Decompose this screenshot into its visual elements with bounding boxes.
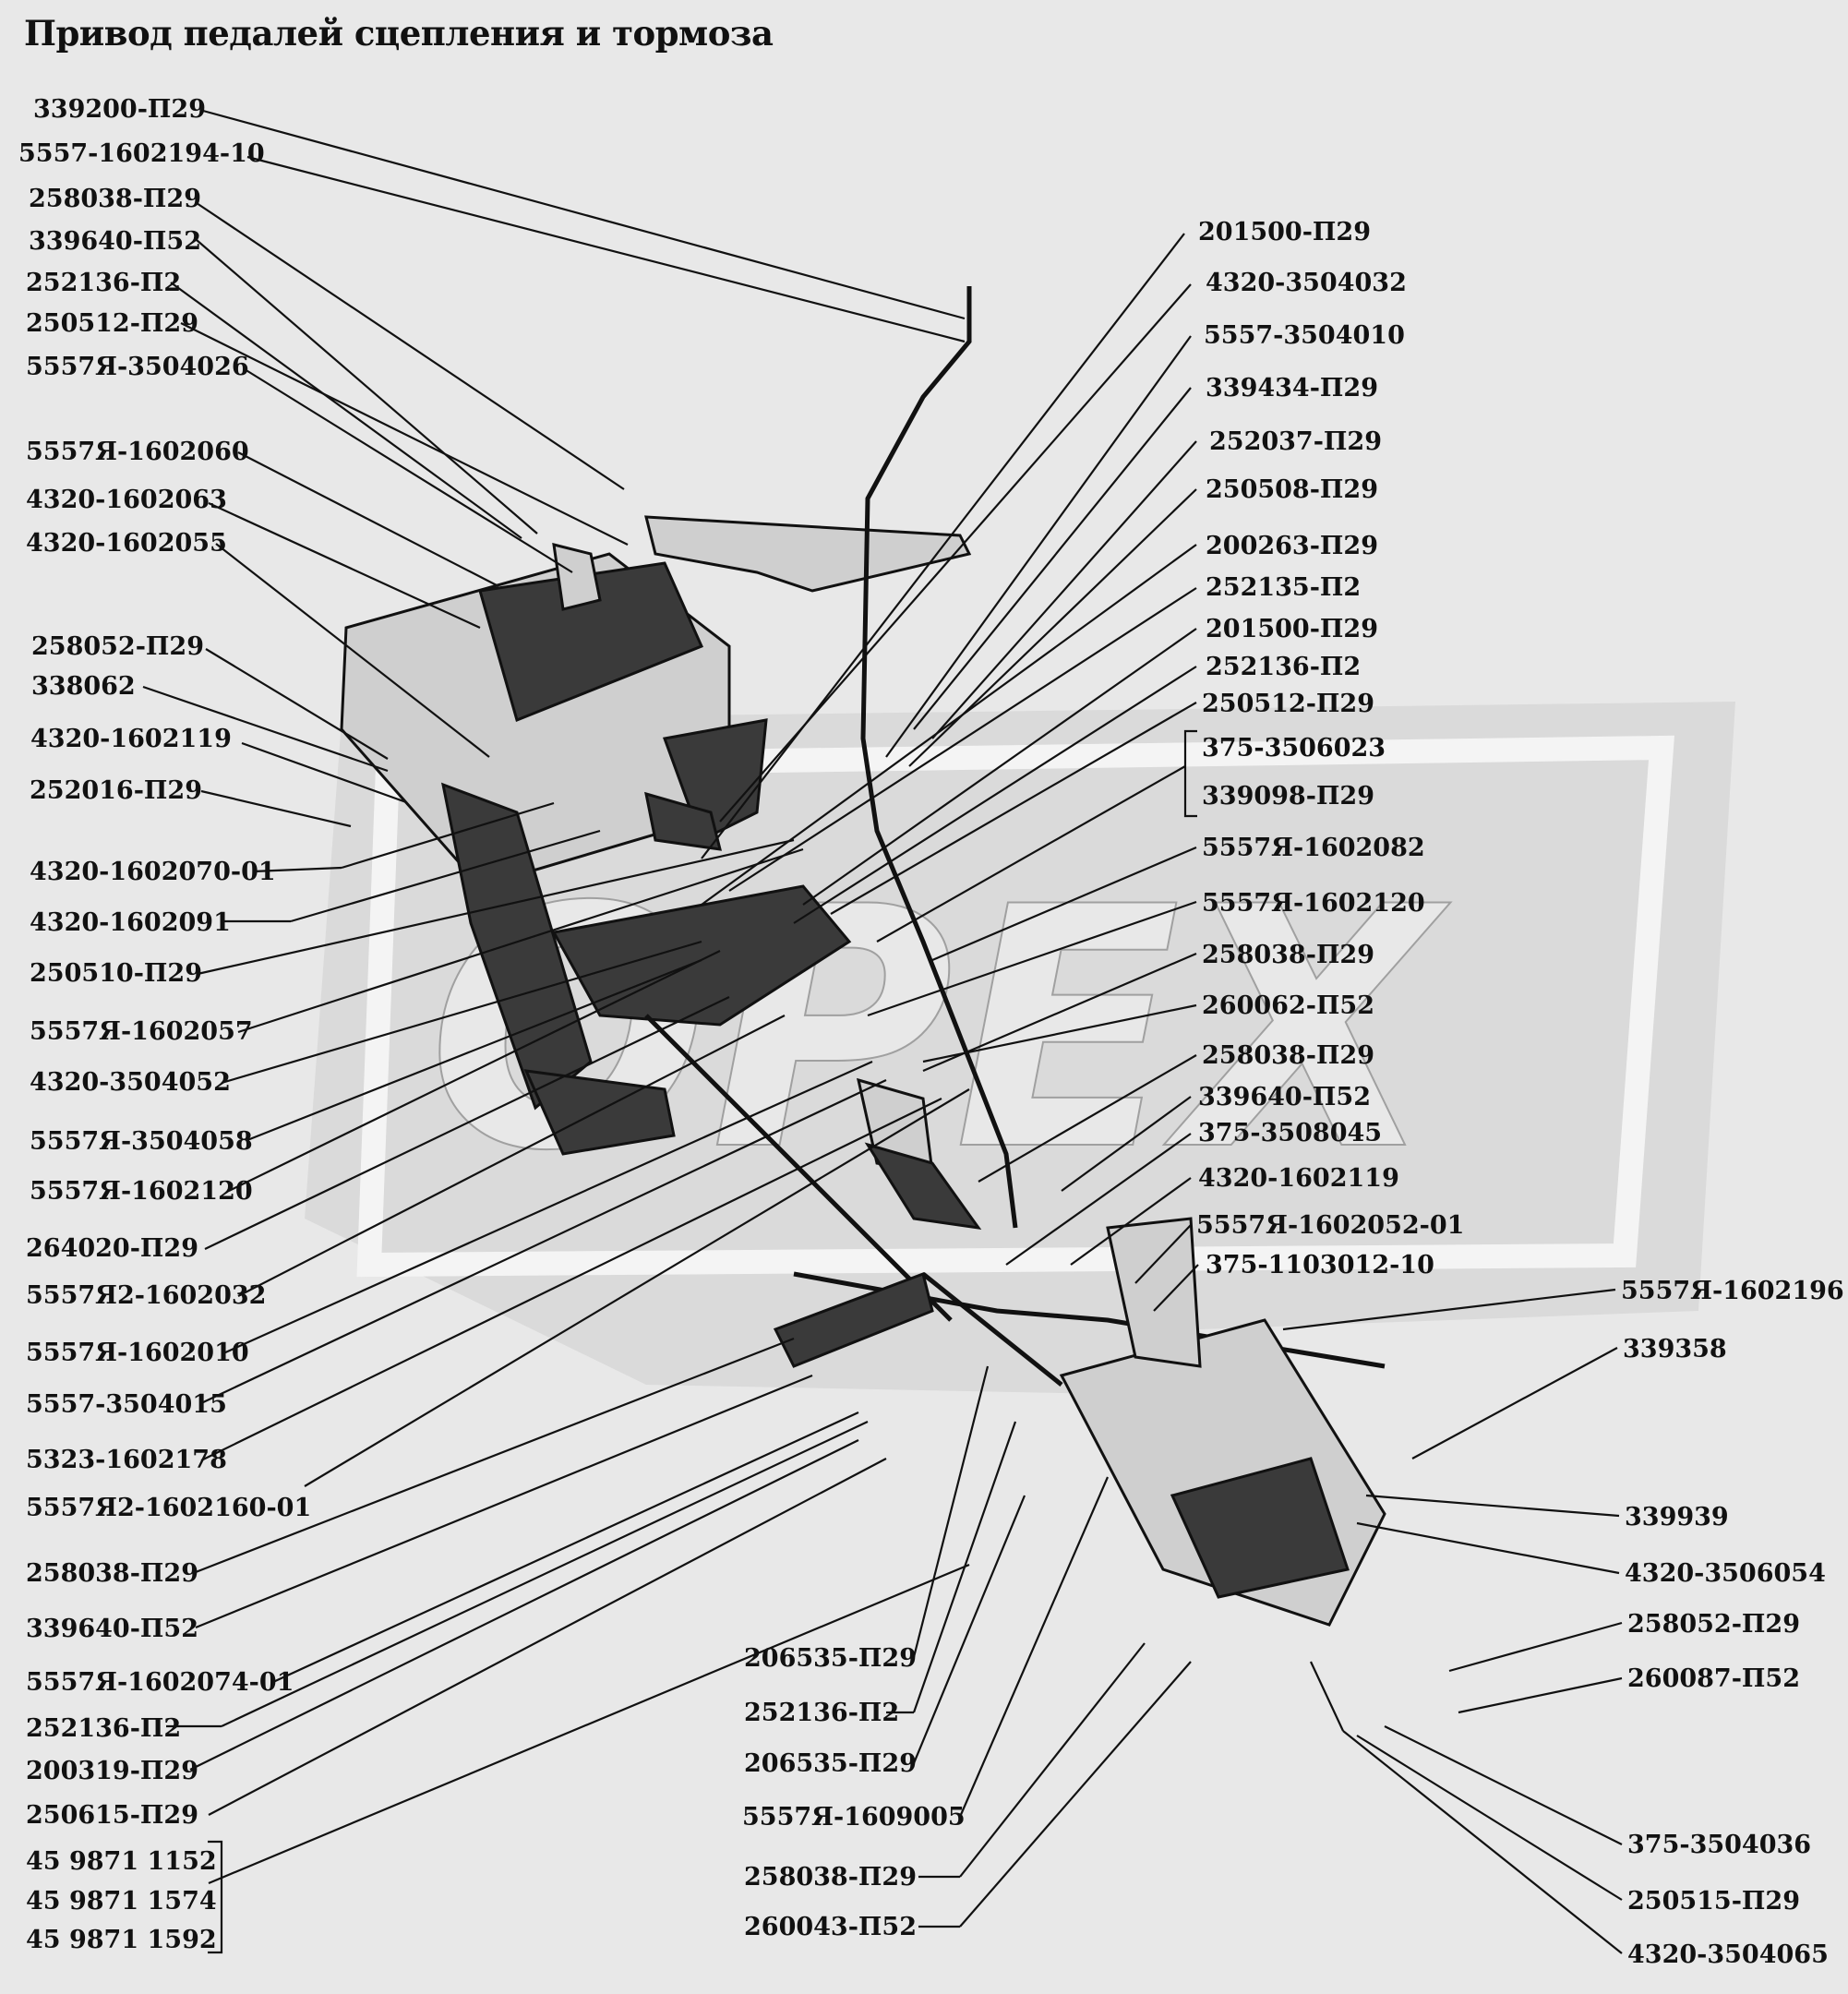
callout-label: 252136-П2 <box>26 1714 181 1743</box>
callout-label: 4320-3506054 <box>1625 1559 1826 1588</box>
clutch-booster <box>1059 1217 1386 1627</box>
callout-label: 339434-П29 <box>1206 374 1378 402</box>
callout-label: 339640-П52 <box>26 1615 198 1643</box>
callout-label: 5557Я-3504058 <box>30 1127 253 1156</box>
callout-label: 5557Я-1602060 <box>26 438 249 466</box>
callout-label: 5557-3504015 <box>26 1390 227 1419</box>
callout-label: 206535-П29 <box>744 1644 917 1673</box>
callout-label: 260043-П52 <box>744 1913 917 1941</box>
callout-label: 45 9871 1574 <box>26 1887 217 1916</box>
callout-label: 375-3506023 <box>1202 734 1386 763</box>
callout-label: 200319-П29 <box>26 1757 198 1785</box>
callout-label: 260062-П52 <box>1202 991 1374 1020</box>
callout-label: 5557Я-1602052-01 <box>1196 1211 1464 1240</box>
callout-label: 375-3504036 <box>1627 1831 1811 1859</box>
callout-label: 5557Я-1602082 <box>1202 834 1425 862</box>
callout-label: 258038-П29 <box>1202 1041 1374 1070</box>
callout-label: 252037-П29 <box>1209 427 1382 456</box>
callout-label: 339640-П52 <box>29 227 201 256</box>
callout-label: 206535-П29 <box>744 1749 917 1778</box>
callout-label: 5557Я-1602120 <box>1202 889 1425 918</box>
watermark-logo: ОРЕХ <box>305 702 1735 1394</box>
callout-label: 252136-П2 <box>26 269 181 297</box>
callout-label: 5557Я-1602010 <box>26 1339 249 1367</box>
callout-label: 5557Я-1602120 <box>30 1177 253 1206</box>
callout-label: 200263-П29 <box>1206 532 1378 560</box>
callout-label: 45 9871 1152 <box>26 1847 217 1876</box>
callout-label: 250510-П29 <box>30 959 202 988</box>
labels-center: 201500-П29 4320-3504032 5557-3504010 339… <box>1196 218 1464 1279</box>
labels-left: 339200-П29 5557-1602194-10 258038-П29 33… <box>18 95 311 1954</box>
callout-label: 250512-П29 <box>1202 690 1374 718</box>
callout-label: 339098-П29 <box>1202 782 1374 811</box>
callout-label: 45 9871 1592 <box>26 1926 217 1954</box>
callout-label: 5557Я-3504026 <box>26 353 249 381</box>
callout-label: 250512-П29 <box>26 309 198 338</box>
page-title: Привод педалей сцепления и тормоза <box>24 13 774 54</box>
callout-label: 5557Я-1602057 <box>30 1017 253 1046</box>
callout-label: 4320-1602119 <box>30 725 232 753</box>
callout-label: 5557-3504010 <box>1204 321 1405 350</box>
callout-label: 250508-П29 <box>1206 475 1378 504</box>
callout-label: 5323-1602178 <box>26 1446 227 1474</box>
leader-lines <box>142 109 1623 1954</box>
callout-label: 252136-П2 <box>1206 653 1361 681</box>
callout-label: 339200-П29 <box>33 95 206 124</box>
callout-label: 201500-П29 <box>1198 218 1371 246</box>
callout-label: 260087-П52 <box>1627 1664 1800 1693</box>
callout-label: 264020-П29 <box>26 1234 198 1263</box>
callout-label: 4320-3504052 <box>30 1068 231 1097</box>
callout-label: 4320-1602091 <box>30 908 231 937</box>
watermark-text: ОРЕХ <box>427 836 1450 1223</box>
callout-label: 5557Я2-1602160-01 <box>26 1494 311 1522</box>
callout-label: 252135-П2 <box>1206 573 1361 602</box>
callout-label: 4320-3504032 <box>1206 269 1407 297</box>
labels-right: 5557Я-1602196 339358 339939 4320-3506054… <box>1621 1277 1844 1969</box>
callout-label: 339939 <box>1625 1503 1729 1532</box>
callout-label: 250515-П29 <box>1627 1887 1800 1916</box>
callout-label: 201500-П29 <box>1206 615 1378 643</box>
callout-label: 375-1103012-10 <box>1206 1251 1434 1279</box>
callout-label: 250615-П29 <box>26 1801 198 1830</box>
master-cylinder <box>773 1077 982 1368</box>
callout-label: 252136-П2 <box>744 1699 899 1727</box>
callout-label: 258038-П29 <box>29 185 201 213</box>
labels-bottom: 206535-П29 252136-П2 206535-П29 5557Я-16… <box>742 1644 966 1941</box>
callout-label: 5557Я2-1602032 <box>26 1281 266 1310</box>
callout-label: 4320-1602070-01 <box>30 858 276 886</box>
callout-label: 5557Я-1602196 <box>1621 1277 1844 1305</box>
callout-label: 5557Я-1609005 <box>742 1803 966 1832</box>
callout-label: 339640-П52 <box>1198 1083 1371 1111</box>
pedal-assembly <box>340 515 972 1156</box>
callout-label: 4320-1602119 <box>1198 1164 1399 1193</box>
callout-label: 338062 <box>31 672 136 701</box>
callout-label: 4320-1602055 <box>26 529 227 558</box>
callout-label: 252016-П29 <box>30 776 202 805</box>
callout-label: 258052-П29 <box>1627 1610 1800 1639</box>
callout-label: 258052-П29 <box>31 632 204 661</box>
callout-label: 258038-П29 <box>1202 941 1374 969</box>
callout-label: 5557-1602194-10 <box>18 139 265 168</box>
callout-label: 339358 <box>1623 1335 1727 1363</box>
callout-label: 258038-П29 <box>26 1559 198 1588</box>
callout-label: 258038-П29 <box>744 1863 917 1892</box>
callout-label: 4320-1602063 <box>26 486 227 514</box>
callout-label: 5557Я-1602074-01 <box>26 1668 294 1697</box>
callout-label: 4320-3504065 <box>1627 1940 1829 1969</box>
callout-label: 375-3508045 <box>1198 1119 1382 1147</box>
